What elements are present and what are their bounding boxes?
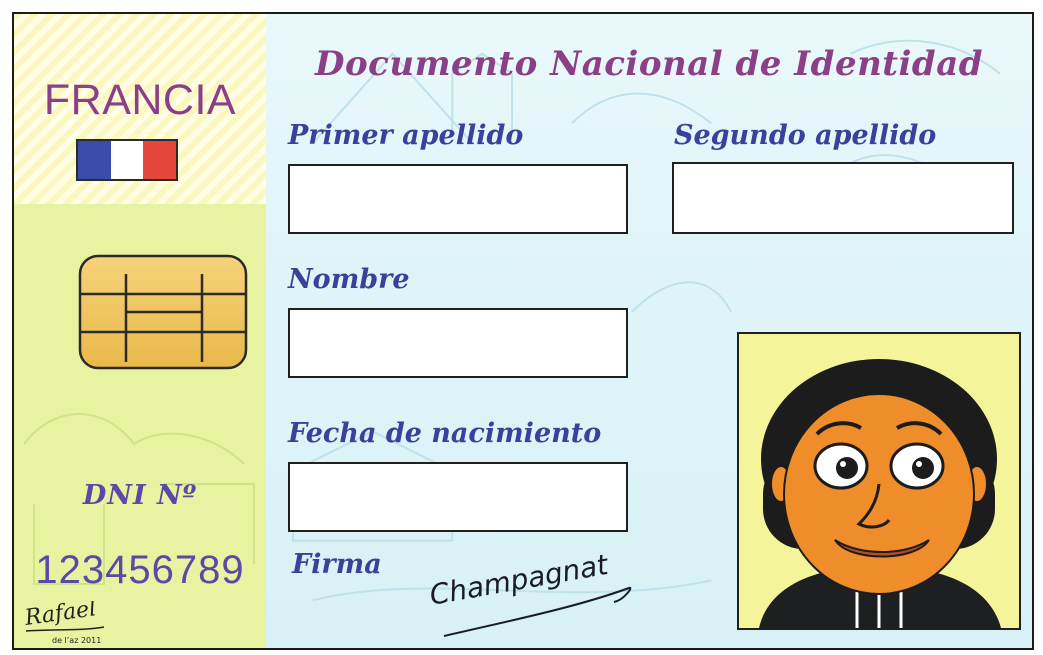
face	[783, 393, 975, 595]
flag-stripe-blue	[78, 141, 111, 179]
document-title: Documento Nacional de Identidad	[314, 44, 983, 84]
signature-underline	[443, 586, 632, 637]
id-card: FRANCIA DNI Nº 123456789 Rafael de l’az …	[12, 12, 1034, 650]
author-name: Rafael	[22, 601, 97, 631]
author-signature: Rafael de l’az 2011	[22, 601, 105, 645]
field-nombre[interactable]	[288, 308, 628, 378]
french-flag	[76, 139, 178, 181]
label-segundo-apellido: Segundo apellido	[674, 120, 937, 151]
dni-number: 123456789	[35, 548, 245, 592]
label-fecha-nacimiento: Fecha de nacimiento	[288, 418, 602, 449]
flag-stripe-white	[110, 141, 144, 179]
dni-label: DNI Nº	[82, 480, 198, 511]
field-primer-apellido[interactable]	[288, 164, 628, 234]
portrait-illustration	[759, 359, 1001, 628]
label-primer-apellido: Primer apellido	[288, 120, 524, 151]
field-fecha-nacimiento[interactable]	[288, 462, 628, 532]
field-segundo-apellido[interactable]	[672, 162, 1014, 234]
author-credit: de l’az 2011	[52, 636, 101, 645]
nose	[856, 483, 891, 529]
mouth	[834, 539, 930, 558]
photo-frame	[737, 332, 1021, 630]
label-firma: Firma	[292, 549, 382, 580]
label-nombre: Nombre	[288, 264, 410, 295]
country-name: FRANCIA	[43, 76, 237, 124]
flag-stripe-red	[143, 141, 177, 179]
chip-icon	[78, 254, 248, 370]
